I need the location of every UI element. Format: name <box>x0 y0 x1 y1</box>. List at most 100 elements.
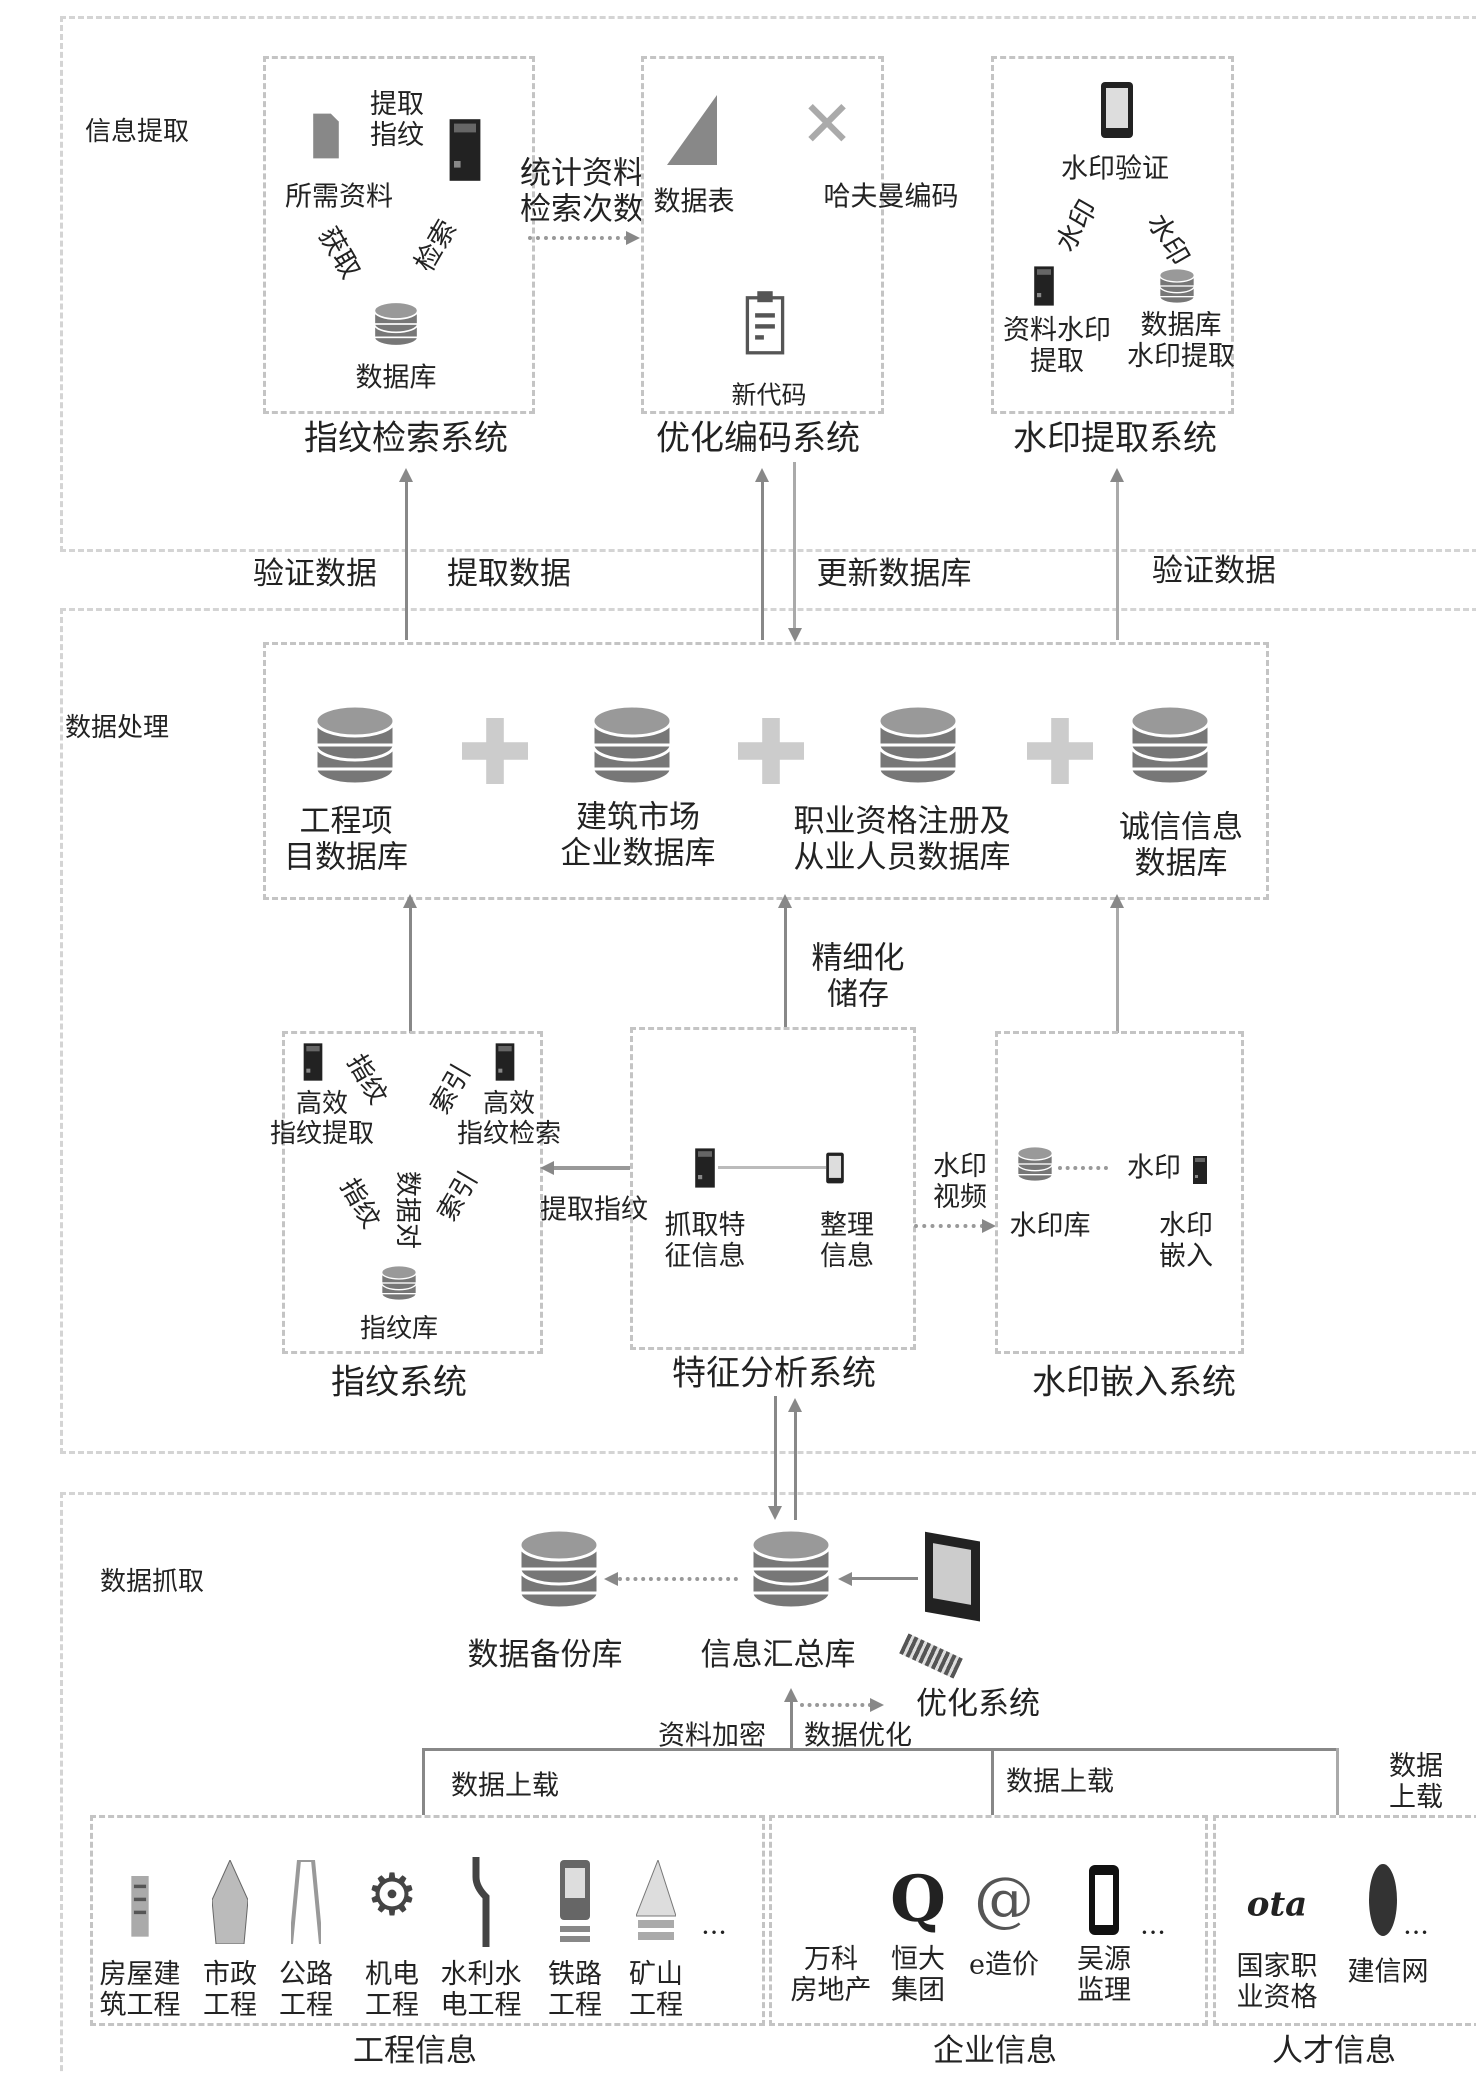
arrowhead <box>784 1688 798 1702</box>
mine-icon <box>636 1860 676 1940</box>
upload-line-3 <box>1336 1748 1339 1815</box>
upload-bus <box>423 1748 1337 1751</box>
jianxin-logo-icon <box>1369 1864 1397 1936</box>
ent-item-2: e造价 <box>969 1949 1039 1981</box>
municipal-icon <box>212 1860 248 1944</box>
database-icon <box>587 700 677 790</box>
data-pair-label: 数据对 <box>391 1170 422 1250</box>
arrowhead <box>768 1506 782 1520</box>
section-label-extract: 信息提取 <box>84 117 190 148</box>
server-icon <box>490 1042 520 1082</box>
arrowhead <box>755 468 769 482</box>
database-icon <box>746 1524 836 1614</box>
doc-wm-extract-label: 资料水印 提取 <box>1003 314 1111 377</box>
fp-retrieval-box <box>263 56 535 414</box>
upload-line-2 <box>991 1748 994 1815</box>
db-label-personnel: 职业资格注册及 从业人员数据库 <box>793 803 1011 875</box>
database-icon <box>310 700 400 790</box>
database-icon <box>1125 700 1215 790</box>
section-label-capture: 数据抓取 <box>99 1567 205 1598</box>
connector <box>718 1166 826 1169</box>
eng-item-0: 房屋建 筑工程 <box>99 1958 181 2021</box>
db-label-project: 工程项 目数据库 <box>284 803 408 875</box>
optimize-arrow <box>800 1703 872 1707</box>
arrowhead <box>982 1219 996 1233</box>
talent-item-1: 建信网 <box>1347 1956 1429 1988</box>
road-icon <box>291 1860 321 1944</box>
fp-system-title: 指纹系统 <box>331 1362 467 1403</box>
gear-icon: ⚙ <box>366 1860 418 1929</box>
verify-data-label-2: 验证数据 <box>1152 553 1276 590</box>
plus-icon <box>462 718 528 784</box>
wm-video-label: 水印 视频 <box>933 1150 987 1213</box>
organize-label: 整理 信息 <box>820 1209 874 1272</box>
eng-item-4: 水利水 电工程 <box>440 1958 522 2021</box>
ent-item-1: 恒大 集团 <box>891 1943 945 2006</box>
arrow-upload-up <box>790 1700 793 1750</box>
wm-lib-label: 水印库 <box>1009 1210 1091 1242</box>
arrowhead <box>399 468 413 482</box>
new-code-label: 新代码 <box>731 380 807 410</box>
eng-item-6: 矿山 工程 <box>629 1958 683 2021</box>
arrow-extract-fp <box>552 1166 630 1170</box>
arrowhead <box>870 1698 884 1712</box>
arrowhead <box>1110 468 1124 482</box>
eng-item-2: 公路 工程 <box>279 1958 333 2021</box>
server-icon <box>298 1042 328 1082</box>
arrow-opt-up <box>761 480 764 640</box>
eff-search-label: 高效 指纹检索 <box>456 1089 562 1149</box>
database-icon <box>873 700 963 790</box>
x-icon: ✕ <box>800 88 854 163</box>
arrow-fp-up <box>405 480 408 640</box>
stats-arrowhead <box>626 231 640 245</box>
ecost-logo-icon: @ <box>974 1864 1034 1935</box>
section-data-process <box>60 608 1476 1454</box>
extract-data-label: 提取数据 <box>447 556 571 593</box>
needed-data-label: 所需资料 <box>285 181 393 213</box>
computer-icon <box>925 1531 980 1622</box>
opt-coding-box <box>641 56 884 414</box>
engineering-label: 工程信息 <box>353 2033 477 2070</box>
plus-icon <box>1027 718 1093 784</box>
section-label-process: 数据处理 <box>64 713 170 744</box>
connector <box>1058 1166 1108 1170</box>
grab-feature-label: 抓取特 征信息 <box>664 1209 746 1272</box>
database-icon <box>1157 266 1197 306</box>
computer-arrow <box>852 1577 918 1580</box>
wm-extract-title: 水印提取系统 <box>1013 418 1217 459</box>
cota-logo-icon: ota <box>1246 1884 1308 1925</box>
wm-embed-title: 水印嵌入系统 <box>1032 1362 1236 1403</box>
db-label-credit: 诚信信息 数据库 <box>1119 809 1243 881</box>
arrow-wm-embed-up <box>1116 905 1119 1033</box>
encrypt-label: 资料加密 <box>658 1720 766 1752</box>
summary-db-label: 信息汇总库 <box>700 1637 856 1674</box>
feature-title: 特征分析系统 <box>672 1353 876 1394</box>
wm-label: 水印 <box>1127 1152 1181 1184</box>
ent-item-0: 万科 房地产 <box>790 1943 872 2006</box>
update-db-label: 更新数据库 <box>816 556 972 593</box>
database-icon <box>379 1263 419 1303</box>
backup-arrow <box>618 1577 738 1581</box>
arrowhead <box>403 894 417 908</box>
upload-label-2: 数据上载 <box>1006 1766 1114 1798</box>
wuyuan-logo-icon <box>1089 1865 1119 1935</box>
fp-lib-label: 指纹库 <box>359 1314 439 1345</box>
ent-more: ... <box>1140 1909 1166 1941</box>
fine-store-label: 精细化 储存 <box>811 940 905 1012</box>
databases-box <box>263 642 1269 900</box>
arrow-wm-up <box>1116 480 1119 640</box>
wm-embed-box <box>995 1031 1244 1354</box>
arrow-fp-system-up <box>409 905 412 1033</box>
database-icon <box>371 299 421 349</box>
db-label-enterprise: 建筑市场 企业数据库 <box>560 799 716 871</box>
enterprise-label: 企业信息 <box>933 2033 1057 2070</box>
eng-item-1: 市政 工程 <box>203 1958 257 2021</box>
document-icon <box>310 111 342 161</box>
train-icon <box>560 1860 590 1942</box>
upload-line-1 <box>422 1748 425 1815</box>
clipboard-icon <box>743 282 787 362</box>
talent-item-0: 国家职 业资格 <box>1236 1950 1318 2013</box>
vanke-logo-icon: Q <box>890 1862 946 1938</box>
fp-system-box <box>282 1031 543 1354</box>
opt-coding-title: 优化编码系统 <box>656 418 860 459</box>
